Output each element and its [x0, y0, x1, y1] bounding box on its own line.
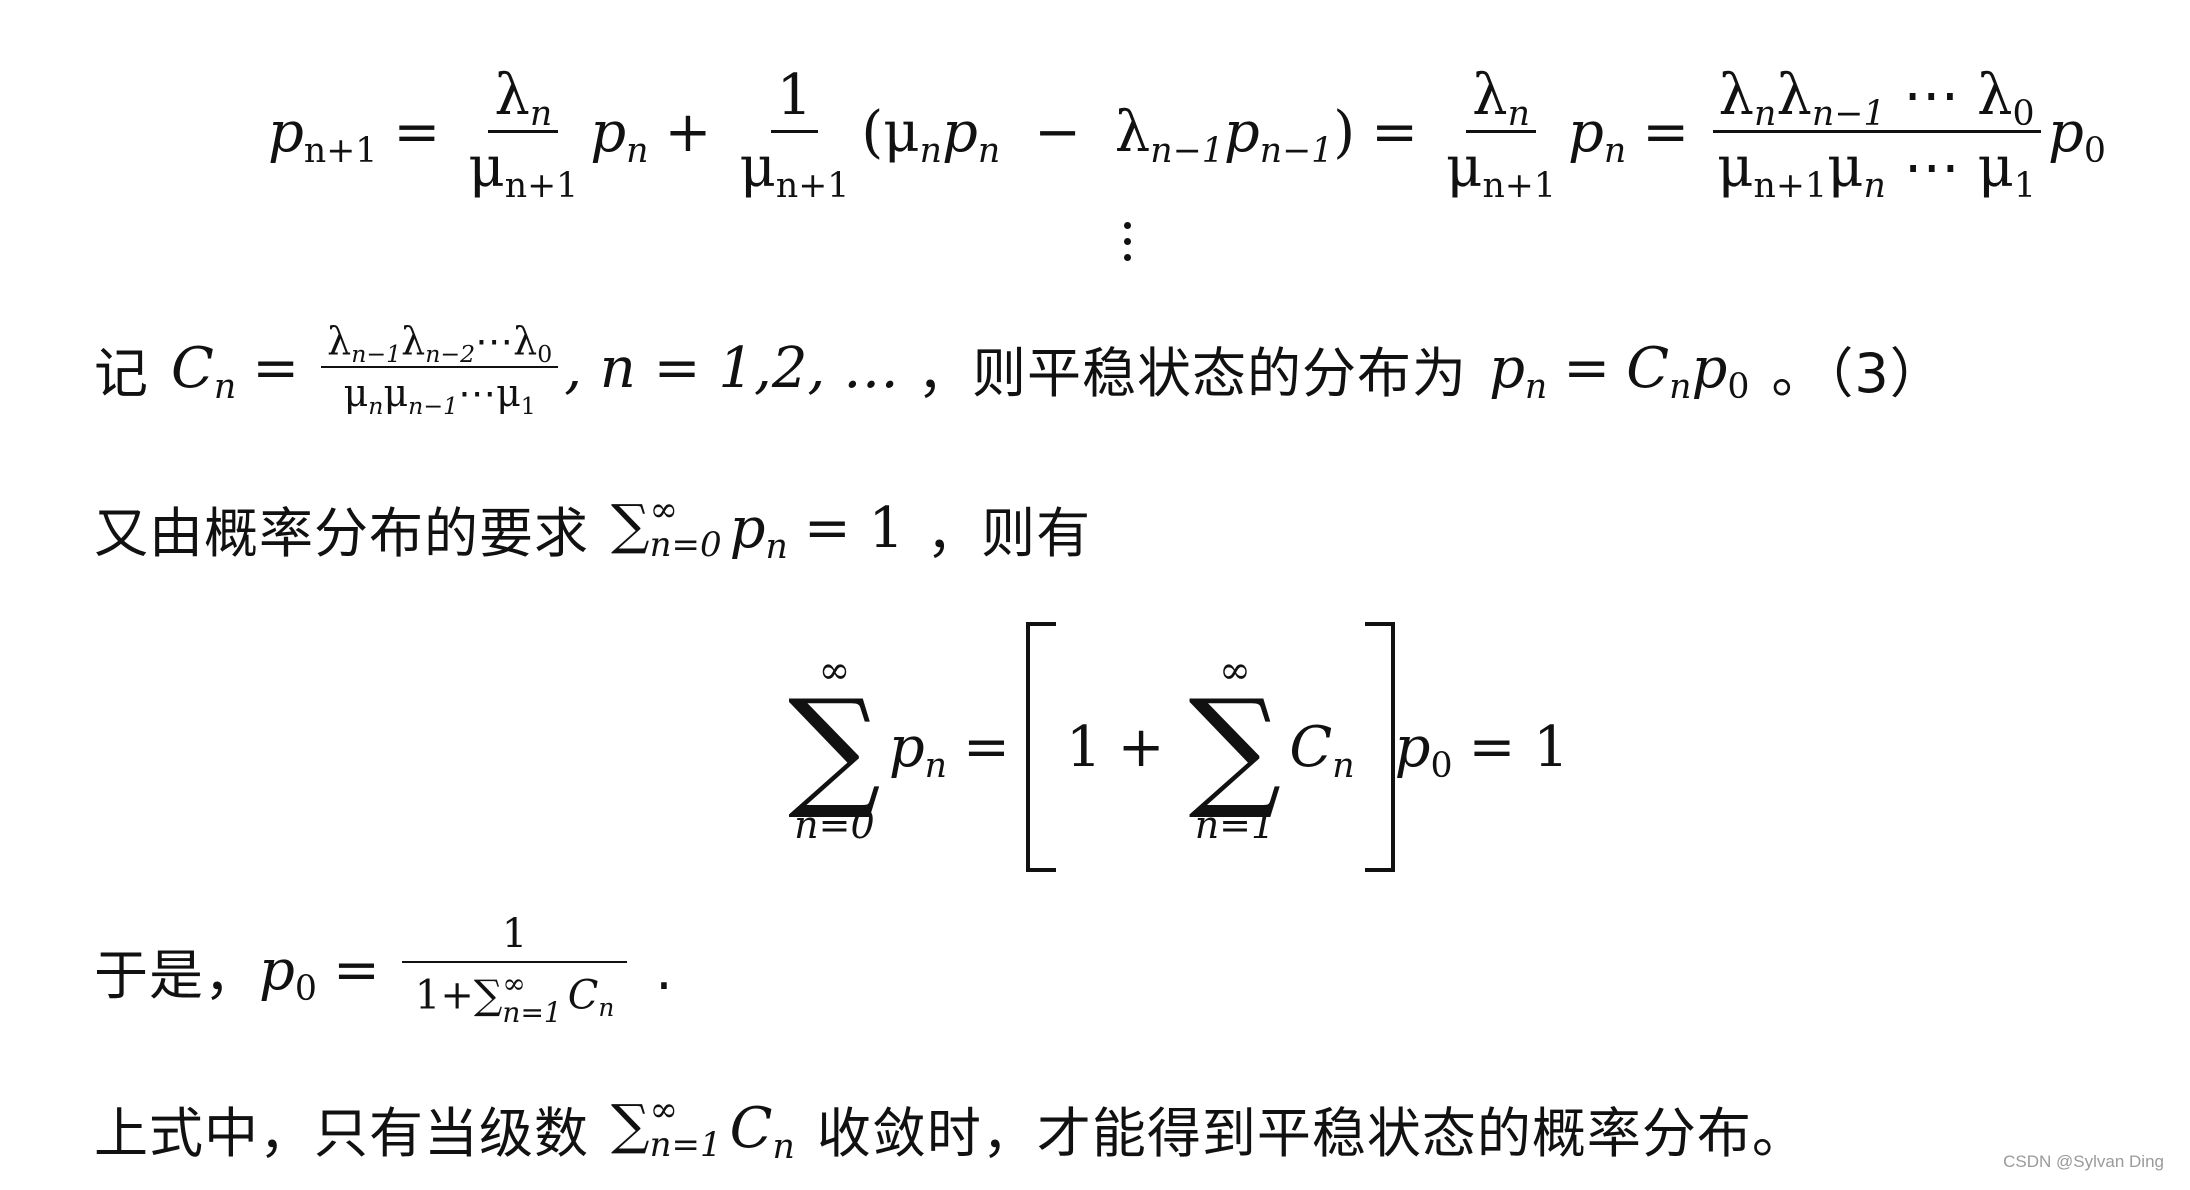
left-bracket [1025, 622, 1056, 872]
equation-number: 。（3） [1771, 341, 1945, 405]
vertical-ellipsis [1120, 222, 1134, 261]
sum-n-0-infinity: ∞ ∑ n=0 [788, 647, 881, 847]
plus-sign: + [1117, 714, 1165, 780]
fraction-C-n-definition: λn−1λn−2⋯λ0 μnμn−1⋯μ1 [321, 321, 559, 418]
conclusion-text: 收敛时，才能得到平稳状态的概率分布。 [816, 1101, 1807, 1165]
fraction-lambda-over-mu: λn μn+1 [468, 62, 579, 206]
plus-sign: + [664, 99, 712, 165]
term-p-0: p0 [1394, 714, 1453, 786]
equals-sign: = [963, 714, 1010, 780]
condition-text: 上式中，只有当级数 [94, 1101, 589, 1165]
equals-one: = 1 [1468, 714, 1569, 780]
equals-sign: = [393, 99, 441, 165]
equation-recurrence: pn+1 = λn μn+1 pn + 1 μn+1 (μnpn − λn−1p… [268, 52, 2106, 212]
term-p-0: p0 [2048, 99, 2106, 171]
normalization-requirement-line: 又由概率分布的要求 ∑∞n=0 pn = 1 ，则有 [94, 478, 1091, 578]
equals-sign: = [1563, 335, 1611, 401]
inline-sum: ∑∞n=0 [611, 489, 722, 566]
equation-normalization: ∞ ∑ n=0 pn = 1 + ∞ ∑ n=1 Cn p0 = 1 [780, 622, 1569, 872]
term-C-n: Cn [171, 335, 237, 407]
period: . [655, 938, 674, 1002]
term-C-n: Cn [1289, 714, 1355, 786]
term-p-n: pn [888, 714, 948, 786]
convergence-condition-line: 上式中，只有当级数 ∑∞n=1 Cn 收敛时，才能得到平稳状态的概率分布。 [94, 1078, 1807, 1178]
one: 1 [1065, 714, 1102, 780]
term-p-n: pn [1489, 335, 1548, 407]
fraction-one-over-mu: 1 μn+1 [739, 62, 850, 206]
requirement-text: 又由概率分布的要求 [94, 501, 589, 565]
paren-expression: (μnpn − λn−1pn−1) [861, 99, 1356, 171]
sum-n-1-infinity: ∞ ∑ n=1 [1188, 647, 1282, 847]
label-ji: 记 [94, 341, 149, 405]
fraction-lambda-over-mu-2: λn μn+1 [1446, 62, 1556, 206]
equals-sign: = [332, 937, 380, 1003]
fraction-product: λnλn−1 ⋯ λ0 μn+1μn ⋯ μ1 [1711, 66, 2042, 204]
term-C-n: Cn [729, 1095, 795, 1167]
term-p-n-plus-1: pn+1 [268, 99, 378, 171]
inline-sum: ∑∞n=1 [611, 1089, 722, 1166]
definition-text: ，则平稳状态的分布为 [917, 341, 1468, 405]
term-p-n: pn [729, 495, 788, 567]
equals-one: = 1 [803, 495, 905, 561]
equals-sign: = [1642, 99, 1690, 165]
term-p-n: pn [590, 99, 649, 171]
equals-sign: = [1371, 99, 1419, 165]
term-p-n-2: pn [1567, 99, 1627, 171]
equals-sign: = [252, 335, 300, 401]
term-p-0: p0 [259, 937, 317, 1009]
term-C-n-p-0: Cnp0 [1626, 335, 1750, 407]
right-bracket [1364, 622, 1395, 872]
n-range: , n = 1,2, … [564, 335, 900, 401]
then-text: ，则有 [926, 501, 1092, 565]
watermark: CSDN @Sylvan Ding [2003, 1152, 2164, 1171]
definition-line: 记 Cn = λn−1λn−2⋯λ0 μnμn−1⋯μ1 , n = 1,2, … [94, 308, 1945, 428]
label-yushi: 于是， [94, 943, 259, 1007]
